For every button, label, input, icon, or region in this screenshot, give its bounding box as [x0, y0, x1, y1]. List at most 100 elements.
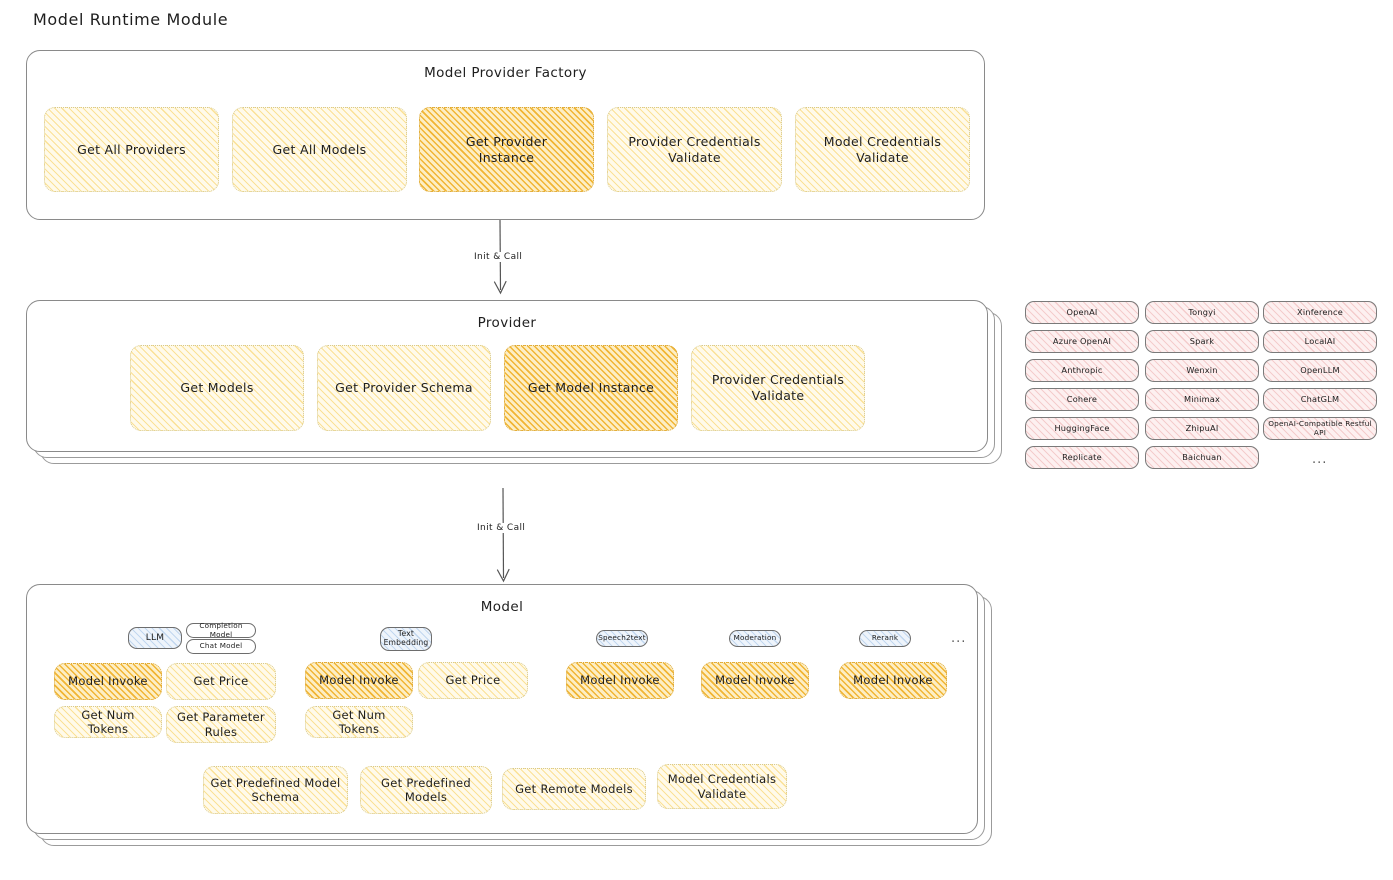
provider-chip-zhipuai[interactable]: ZhipuAI [1145, 417, 1259, 440]
model-types-more: ... [951, 631, 967, 646]
op-label: Get Num Tokens [332, 707, 386, 736]
provider-box-label: Get Model Instance [527, 380, 655, 396]
op-label: Get Parameter Rules [177, 710, 265, 739]
model-provider-factory-title: Model Provider Factory [424, 65, 587, 81]
page-title: Model Runtime Module [33, 10, 229, 29]
provider-chip-label: Spark [1189, 335, 1215, 346]
llm-op-get-num-tokens[interactable]: Get Num Tokens [54, 706, 162, 738]
factory-box-provider-credentials-validate[interactable]: Provider Credentials Validate [607, 107, 782, 192]
provider-box-get-model-instance[interactable]: Get Model Instance [504, 345, 678, 431]
provider-chip-wenxin[interactable]: Wenxin [1145, 359, 1259, 382]
model-subtype-chip-chat-model[interactable]: Chat Model [186, 639, 256, 654]
op-label: Get Predefined Models [381, 775, 471, 804]
moderation-op-model-invoke[interactable]: Model Invoke [701, 662, 809, 699]
provider-chip-label: HuggingFace [1054, 422, 1110, 433]
arrow-provider-to-model [496, 488, 510, 583]
factory-box-label: Provider Credentials Validate [628, 133, 761, 165]
provider-box-get-provider-schema[interactable]: Get Provider Schema [317, 345, 491, 431]
factory-box-get-provider-instance[interactable]: Get Provider Instance [419, 107, 594, 192]
provider-chip-openai[interactable]: OpenAI [1025, 301, 1139, 324]
op-label: Model Invoke [580, 673, 660, 688]
factory-box-label: Get All Providers [77, 141, 186, 157]
factory-box-label: Get Provider Instance [465, 133, 548, 165]
provider-chip-azure-openai[interactable]: Azure OpenAI [1025, 330, 1139, 353]
provider-chip-label: Anthropic [1061, 364, 1103, 375]
model-type-chip-rerank[interactable]: Rerank [859, 630, 911, 647]
op-label: Model Invoke [853, 673, 933, 688]
provider-chip-label: ZhipuAI [1185, 422, 1219, 433]
provider-chip-tongyi[interactable]: Tongyi [1145, 301, 1259, 324]
model-type-label: LLM [145, 632, 165, 643]
provider-chip-label: Xinference [1297, 306, 1343, 317]
arrow-provider-to-model-label: Init & Call [473, 523, 530, 533]
provider-chip-label: Azure OpenAI [1052, 335, 1112, 346]
provider-chip-label: Tongyi [1188, 306, 1216, 317]
factory-box-model-credentials-validate[interactable]: Model Credentials Validate [795, 107, 970, 192]
provider-chip-localai[interactable]: LocalAI [1263, 330, 1377, 353]
model-op-model-credentials-validate[interactable]: Model Credentials Validate [657, 764, 787, 809]
model-type-chip-moderation[interactable]: Moderation [729, 630, 781, 647]
provider-chip-minimax[interactable]: Minimax [1145, 388, 1259, 411]
op-label: Get Price [445, 673, 501, 688]
provider-chip-openllm[interactable]: OpenLLM [1263, 359, 1377, 382]
model-type-label: Text Embedding [383, 629, 429, 647]
llm-op-get-price[interactable]: Get Price [166, 663, 276, 700]
model-type-chip-text-embedding[interactable]: Text Embedding [380, 627, 432, 651]
provider-chip-label: LocalAI [1304, 335, 1336, 346]
model-type-label: Moderation [733, 633, 777, 643]
op-label: Get Price [193, 674, 249, 689]
provider-chip-label: OpenAI-Compatible Restful API [1268, 419, 1372, 437]
factory-box-get-all-models[interactable]: Get All Models [232, 107, 407, 192]
provider-chip-label: OpenAI [1066, 306, 1098, 317]
provider-chip-replicate[interactable]: Replicate [1025, 446, 1139, 469]
op-label: Model Invoke [68, 674, 148, 689]
provider-chip-huggingface[interactable]: HuggingFace [1025, 417, 1139, 440]
provider-chip-spark[interactable]: Spark [1145, 330, 1259, 353]
text-embedding-op-get-num-tokens[interactable]: Get Num Tokens [305, 706, 413, 738]
factory-box-label: Model Credentials Validate [823, 133, 942, 165]
provider-chip-chatglm[interactable]: ChatGLM [1263, 388, 1377, 411]
provider-chip-baichuan[interactable]: Baichuan [1145, 446, 1259, 469]
op-label: Get Remote Models [515, 781, 633, 796]
provider-chip-label: Cohere [1066, 393, 1098, 404]
model-title: Model [480, 599, 524, 615]
model-type-chip-speech2text[interactable]: Speech2text [596, 630, 648, 647]
speech2text-op-model-invoke[interactable]: Model Invoke [566, 662, 674, 699]
factory-box-get-all-providers[interactable]: Get All Providers [44, 107, 219, 192]
provider-chip-openai-compatible-restful-api[interactable]: OpenAI-Compatible Restful API [1263, 417, 1377, 440]
op-label: Get Predefined Model Schema [210, 775, 341, 804]
provider-chip-label: Baichuan [1182, 451, 1222, 462]
op-label: Get Num Tokens [81, 707, 135, 736]
op-label: Model Credentials Validate [667, 772, 777, 801]
provider-box-label: Provider Credentials Validate [711, 372, 845, 403]
model-op-get-remote-models[interactable]: Get Remote Models [502, 768, 646, 810]
provider-chip-label: ChatGLM [1300, 393, 1340, 404]
provider-title: Provider [477, 315, 537, 331]
llm-op-model-invoke[interactable]: Model Invoke [54, 663, 162, 700]
factory-box-label: Get All Models [272, 141, 367, 157]
model-subtype-label: Completion Model [199, 621, 243, 639]
rerank-op-model-invoke[interactable]: Model Invoke [839, 662, 947, 699]
provider-box-provider-credentials-validate[interactable]: Provider Credentials Validate [691, 345, 865, 431]
provider-box-label: Get Provider Schema [335, 380, 473, 396]
arrow-factory-to-provider-label: Init & Call [470, 252, 527, 262]
model-op-get-predefined-models[interactable]: Get Predefined Models [360, 766, 492, 814]
provider-list-more: ... [1312, 452, 1328, 467]
provider-chip-xinference[interactable]: Xinference [1263, 301, 1377, 324]
provider-chip-label: Minimax [1183, 393, 1221, 404]
provider-box-get-models[interactable]: Get Models [130, 345, 304, 431]
provider-chip-cohere[interactable]: Cohere [1025, 388, 1139, 411]
model-type-chip-llm[interactable]: LLM [128, 627, 182, 649]
model-op-get-predefined-model-schema[interactable]: Get Predefined Model Schema [203, 766, 348, 814]
op-label: Model Invoke [319, 673, 399, 688]
llm-op-get-parameter-rules[interactable]: Get Parameter Rules [166, 706, 276, 743]
text-embedding-op-model-invoke[interactable]: Model Invoke [305, 662, 413, 699]
model-type-label: Rerank [871, 633, 899, 643]
provider-chip-anthropic[interactable]: Anthropic [1025, 359, 1139, 382]
op-label: Model Invoke [715, 673, 795, 688]
provider-box-label: Get Models [180, 380, 254, 396]
model-subtype-label: Chat Model [199, 641, 243, 651]
text-embedding-op-get-price[interactable]: Get Price [418, 662, 528, 699]
model-subtype-chip-completion-model[interactable]: Completion Model [186, 621, 256, 639]
